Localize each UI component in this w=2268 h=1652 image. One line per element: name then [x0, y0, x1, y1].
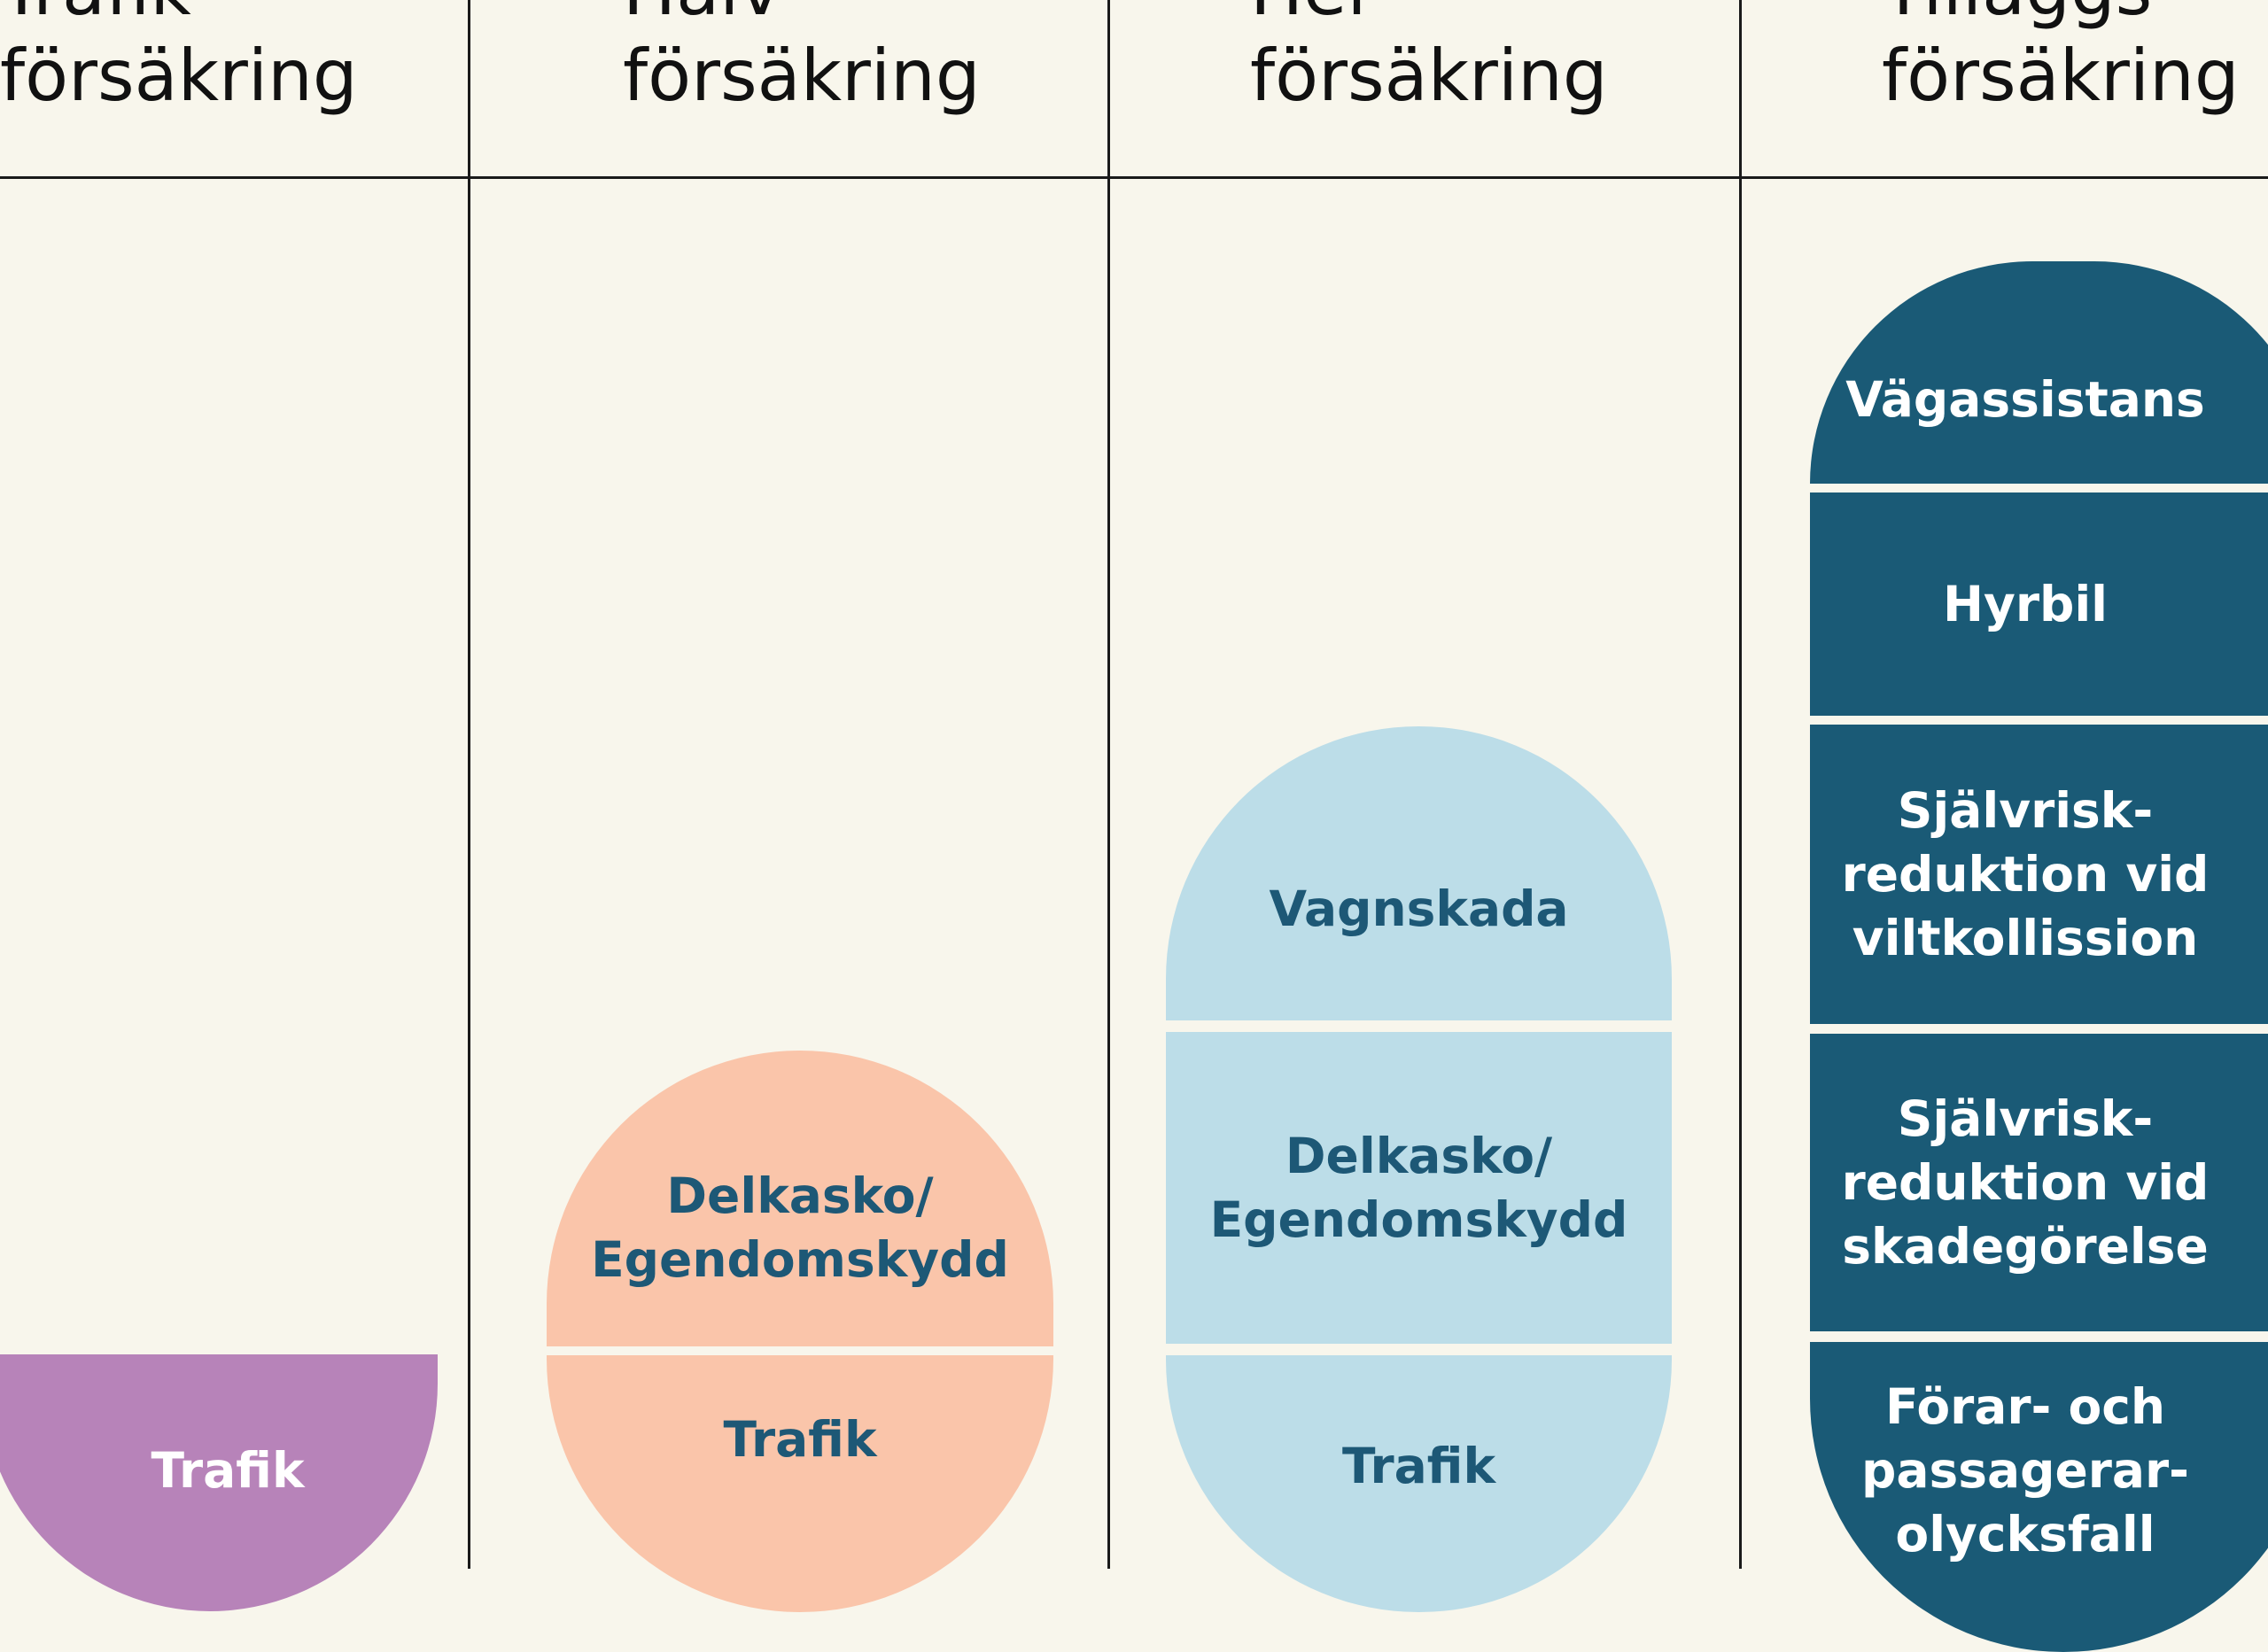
column-divider-2	[1107, 0, 1110, 1569]
column-divider-3	[1739, 0, 1742, 1569]
column-header-halv: Halv- försäkring	[623, 0, 981, 117]
segment-forar-olycksfall: Förar- och passagerar- olycksfall	[1810, 1342, 2268, 1652]
segment-hyrbil: Hyrbil	[1810, 492, 2268, 716]
segment-sjalvrisk-vilt: Självrisk- reduktion vid viltkollission	[1810, 725, 2268, 1024]
segment-vagassistans: Vägassistans	[1810, 261, 2268, 484]
column-header-trafik: Trafik- försäkring	[0, 0, 358, 117]
segment-trafik: Trafik	[0, 1354, 438, 1611]
segment-sjalvrisk-skadegorelse: Självrisk- reduktion vid skadegörelse	[1810, 1034, 2268, 1331]
segment-trafik: Trafik	[1166, 1355, 1672, 1612]
segment-delkasko: Delkasko/ Egendomskydd	[547, 1051, 1053, 1346]
segment-vagnskada: Vagnskada	[1166, 726, 1672, 1020]
column-divider-1	[468, 0, 470, 1569]
column-header-hel: Hel- försäkring	[1250, 0, 1608, 117]
segment-trafik: Trafik	[547, 1355, 1053, 1612]
column-header-tillagg: Tilläggs- försäkring	[1882, 0, 2240, 117]
segment-delkasko: Delkasko/ Egendomskydd	[1166, 1032, 1672, 1344]
header-divider	[0, 176, 2268, 179]
